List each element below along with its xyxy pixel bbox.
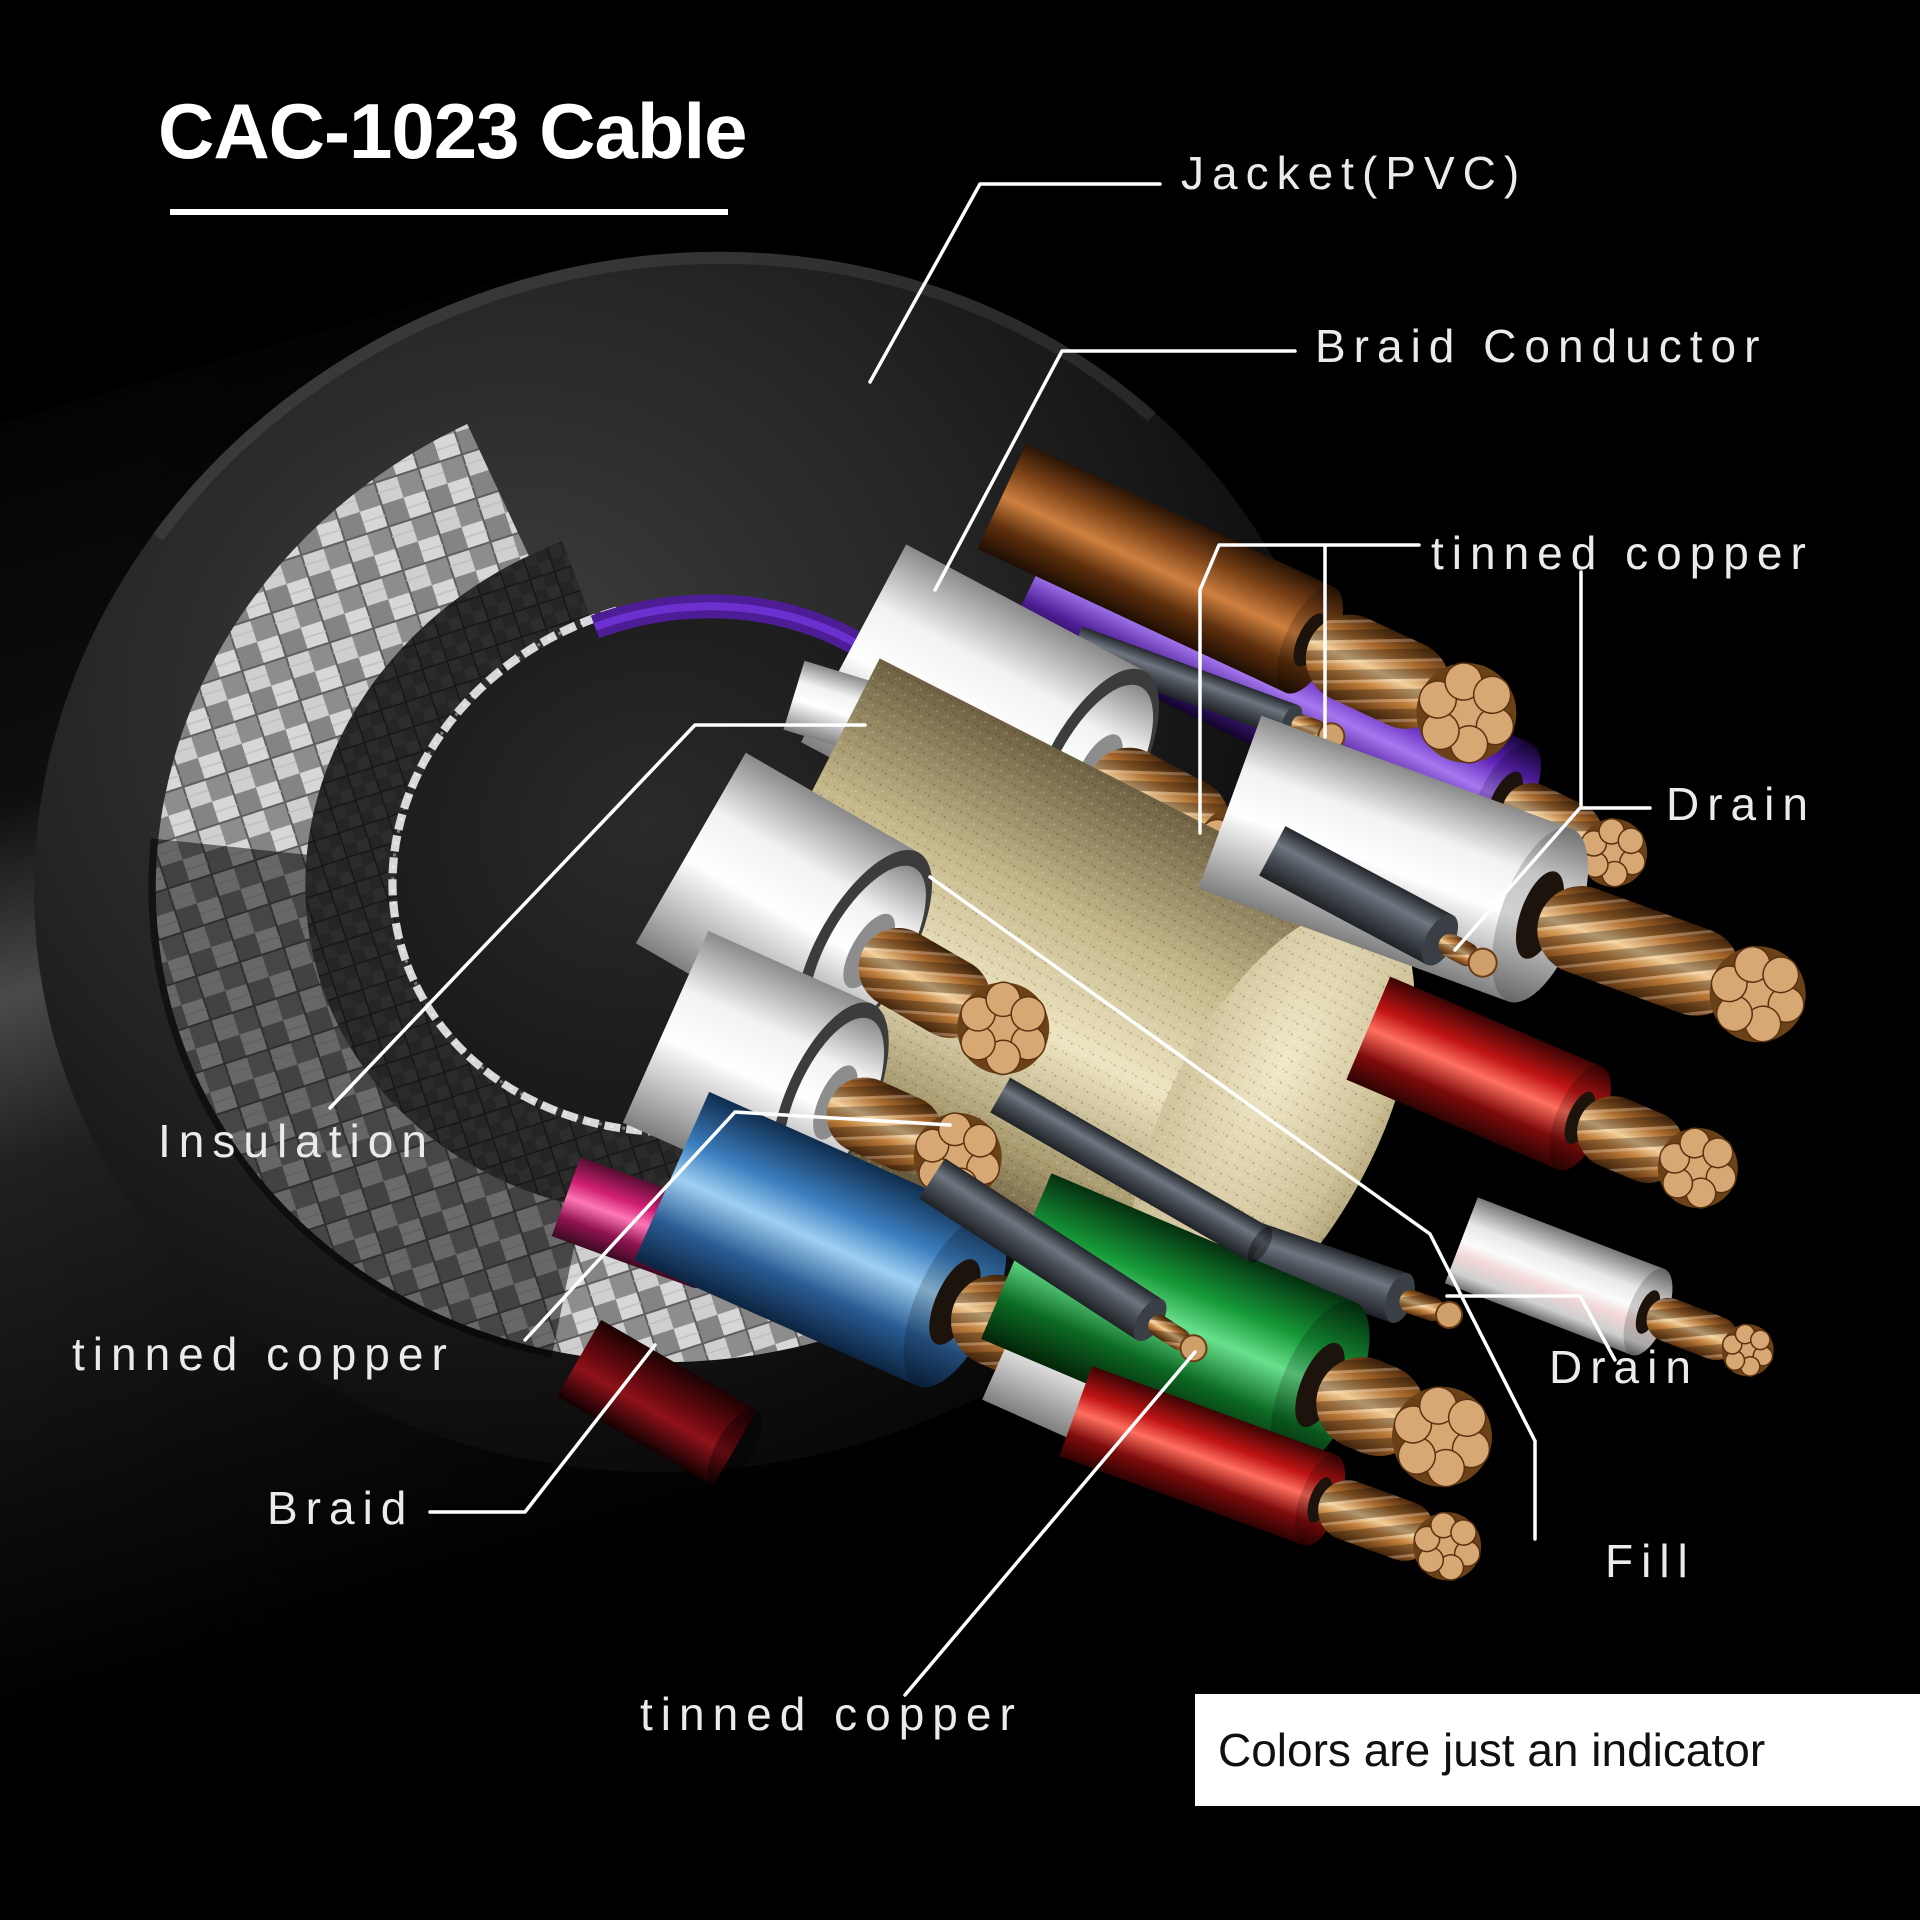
wire-red-right-tube [1346,976,1602,1170]
wire-drain-right-top-strand [1467,947,1498,978]
label-fill: Fill [1605,1535,1696,1587]
label-tinned-copper-left: tinned copper [72,1328,455,1380]
label-jacket-pvc: Jacket(PVC) [1181,147,1527,199]
label-braid: Braid [267,1482,414,1534]
wire-drain-center-tube [918,1158,1164,1341]
wire-clear-right [1444,1197,1774,1377]
wire-white-right-tube [1198,715,1572,1002]
wire-drain-center [918,1158,1208,1363]
inner-braid-ring [388,606,984,1137]
wire-drain-right-top-tube [1259,826,1454,965]
wire-drain-right-bottom-strand [1435,1300,1464,1329]
leader-drain-bottom-1 [1445,1294,1617,1362]
wire-white-right [1198,715,1806,1043]
wire-white-bottom-left [622,930,1002,1202]
wire-drain-center-b [990,1077,1273,1263]
braid-shadow [148,838,586,1358]
label-drain-top: Drain [1666,778,1816,830]
label-drain-bottom: Drain [1549,1341,1699,1393]
color-note: Colors are just an indicator [1195,1694,1920,1806]
wire-brown-tube [977,443,1335,693]
title-underline [170,209,728,215]
note-bar [1195,1694,1920,1806]
wire-clear-right-tube [1444,1197,1665,1355]
wire-maroon [557,1319,763,1488]
wire-drain-right-top [1259,826,1498,978]
label-tinned-copper-bottom: tinned copper [640,1688,1023,1740]
wire-red-bottom [1059,1365,1482,1581]
wire-blue-tube [634,1091,993,1387]
leader-tinned-copper-top-1 [1198,543,1421,835]
note-text: Colors are just an indicator [1218,1724,1765,1776]
leader-braid-conductor-1 [933,349,1297,592]
page-title: CAC-1023 Cable [158,87,747,175]
wire-red-right [1346,976,1738,1209]
wire-red-bottom-tube [1059,1365,1337,1546]
label-insulation: Insulation [158,1115,435,1167]
leader-insulation-1 [328,723,867,1110]
wire-maroon-tube [557,1319,757,1487]
wire-drain-center-b-tube [990,1077,1270,1263]
wire-drain-top-inner-tube [1069,626,1299,739]
label-braid-conductor: Braid Conductor [1315,320,1767,372]
leader-drain-top-1 [1453,806,1652,952]
leader-tinned-copper-left-1 [523,1110,952,1342]
leader-braid-1 [428,1343,657,1514]
wire-brown [977,443,1517,764]
leader-fill-1 [928,875,1537,1541]
leader-line-layer [328,182,1652,1697]
label-tinned-copper-top: tinned copper [1431,527,1814,579]
jacket-rim-highlight [153,251,1156,541]
leader-jacket-pvc-1 [868,182,1162,384]
wire-drain-center-strand [1179,1334,1208,1363]
leader-tinned-copper-bottom-1 [903,1350,1197,1697]
